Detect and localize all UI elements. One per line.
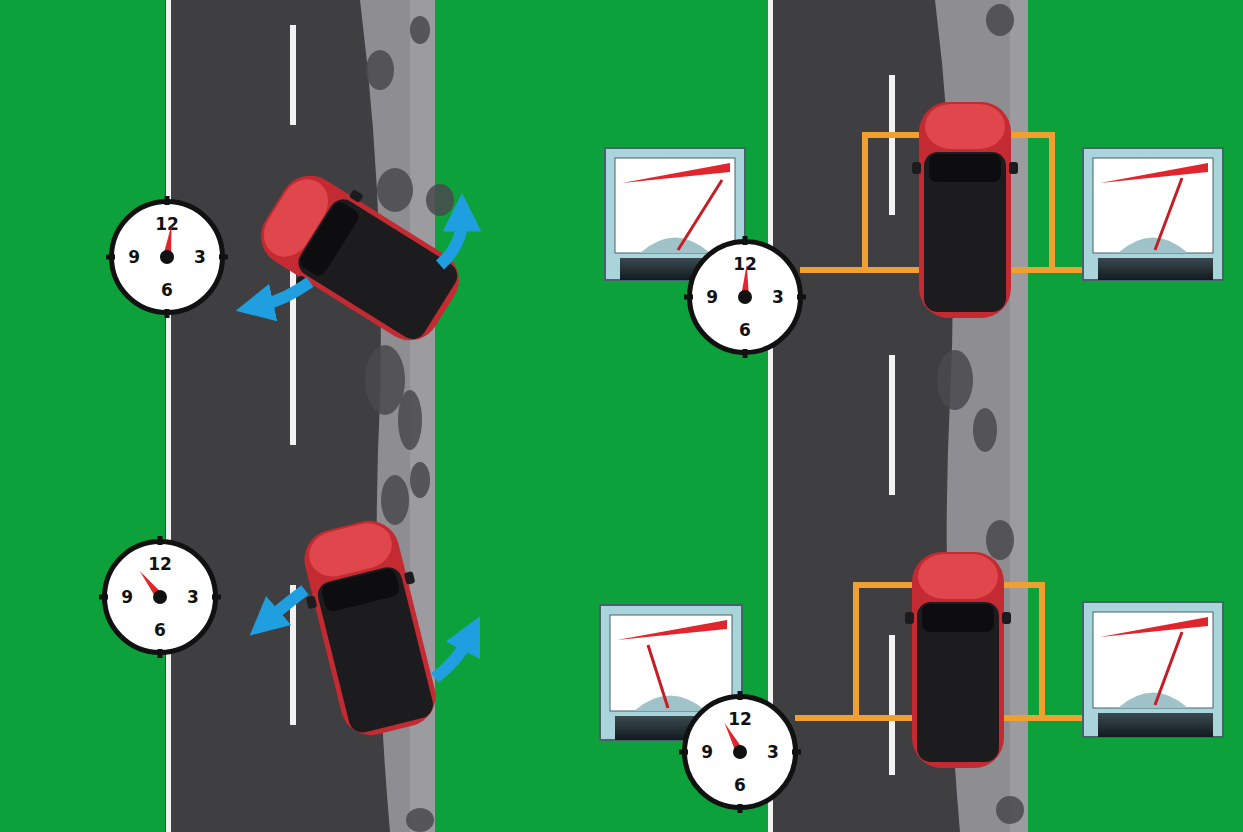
car (291, 513, 449, 743)
clock-face: 12 9 3 6 (109, 199, 225, 315)
clock-hand (107, 544, 213, 650)
right-road (768, 0, 1028, 832)
rotation-arrow (262, 220, 468, 678)
clock-number: 9 (121, 589, 133, 606)
clock-number: 6 (154, 621, 166, 638)
gauge-meter (1083, 602, 1223, 737)
clock-number: 6 (739, 321, 751, 338)
clock-face: 12 9 3 6 (102, 539, 218, 655)
left-road (165, 0, 454, 832)
car (905, 552, 1011, 768)
clock-hand (114, 204, 220, 310)
clock-number: 3 (194, 249, 206, 266)
clock-number: 12 (155, 216, 179, 233)
clock-number: 9 (128, 249, 140, 266)
clock-number: 9 (701, 744, 713, 761)
clock-number: 3 (187, 589, 199, 606)
clock-number: 12 (733, 256, 757, 273)
clock-number: 3 (772, 289, 784, 306)
clock-hand (687, 699, 793, 805)
car (912, 102, 1018, 318)
clock-number: 6 (734, 776, 746, 793)
clock-number: 12 (728, 711, 752, 728)
clock-number: 6 (161, 281, 173, 298)
clock-number: 9 (706, 289, 718, 306)
clock-face: 12 9 3 6 (682, 694, 798, 810)
sensor-frame (795, 135, 1095, 718)
clock-hand (692, 244, 798, 350)
clock-number: 12 (148, 556, 172, 573)
gauge-meter (1083, 148, 1223, 280)
clock-face: 12 9 3 6 (687, 239, 803, 355)
car (246, 158, 474, 357)
clock-number: 3 (767, 744, 779, 761)
